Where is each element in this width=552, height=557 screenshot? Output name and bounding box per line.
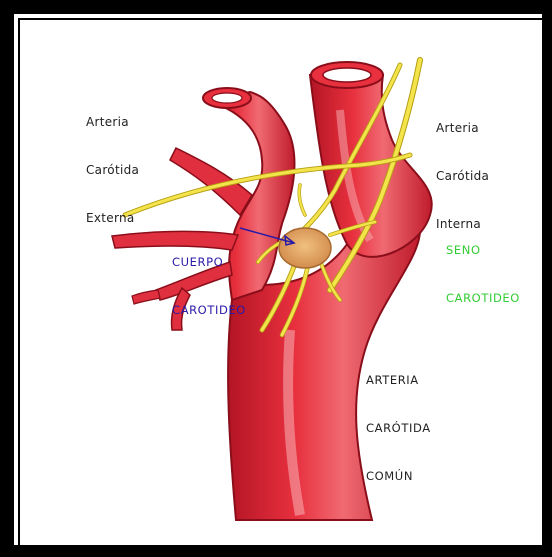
external-branch-tiny [132,290,160,304]
label-external-carotid: Arteria Carótida Externa [86,82,139,242]
label-carotid-body: CUERPO CAROTIDEO [172,222,246,334]
carotid-body [279,228,331,268]
label-carotid-sinus: SENO CAROTIDEO [446,210,520,322]
label-common-carotid: ARTERIA CARÓTIDA COMÚN [366,340,431,500]
